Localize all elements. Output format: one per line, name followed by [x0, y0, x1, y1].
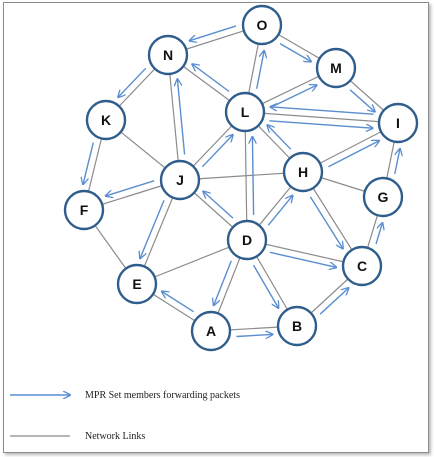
node-label: F: [80, 202, 89, 218]
node-label: M: [330, 60, 342, 76]
node-circle: [341, 245, 383, 287]
arrow-B-to-C: [319, 288, 348, 315]
legend-arrow-label: MPR Set members forwarding packets: [85, 390, 240, 401]
node-I: I: [377, 102, 419, 144]
node-circle: [276, 305, 318, 347]
arrow-K-to-F: [83, 142, 94, 185]
node-label: G: [378, 189, 389, 205]
node-label: L: [241, 104, 250, 120]
node-circle: [85, 99, 127, 141]
node-label: C: [357, 258, 367, 274]
node-F: F: [63, 189, 105, 231]
network-nodes: O N M K L I H J G F D C E B A: [63, 4, 419, 352]
node-C: C: [341, 245, 383, 287]
node-label: K: [101, 112, 111, 128]
mpr-forwarding-arrows: [83, 25, 400, 337]
node-circle: [190, 310, 232, 352]
link-N-J: [167, 54, 181, 181]
node-N: N: [147, 34, 189, 76]
arrow-J-to-N: [177, 79, 186, 155]
node-label: O: [257, 17, 268, 33]
arrow-D-to-J: [203, 192, 234, 219]
node-circle: [315, 47, 357, 89]
legend: MPR Set members forwarding packets Netwo…: [10, 390, 240, 442]
arrow-D-to-L: [252, 137, 253, 215]
node-D: D: [226, 219, 268, 261]
node-label: E: [132, 276, 141, 292]
arrow-A-to-E: [162, 292, 194, 313]
node-circle: [147, 34, 189, 76]
arrow-D-to-A: [214, 260, 232, 306]
arrow-M-to-I: [349, 89, 375, 112]
arrow-D-to-C: [269, 251, 336, 267]
node-label: I: [396, 115, 400, 131]
legend-link-label: Network Links: [85, 431, 145, 442]
node-label: D: [242, 232, 252, 248]
node-circle: [241, 4, 283, 46]
arrow-C-to-G: [375, 223, 382, 245]
node-A: A: [190, 310, 232, 352]
arrow-O-to-M: [279, 42, 311, 62]
node-circle: [377, 102, 419, 144]
node-circle: [362, 176, 404, 218]
link-L-I: [244, 111, 399, 124]
node-label: A: [206, 323, 216, 339]
node-J: J: [159, 159, 201, 201]
arrow-N-to-K: [118, 67, 147, 97]
node-circle: [116, 263, 158, 305]
node-G: G: [362, 176, 404, 218]
node-E: E: [116, 263, 158, 305]
node-O: O: [241, 4, 283, 46]
arrow-J-to-F: [106, 180, 155, 196]
node-label: B: [292, 318, 302, 334]
arrow-A-to-B: [236, 334, 272, 336]
node-label: H: [298, 164, 308, 180]
node-L: L: [224, 91, 266, 133]
node-circle: [159, 159, 201, 201]
arrow-L-to-N: [192, 64, 230, 93]
arrow-J-to-L: [201, 135, 233, 168]
node-label: J: [176, 172, 184, 188]
arrow-G-to-I: [394, 149, 400, 175]
arrow-I-to-L: [270, 107, 374, 115]
arrow-J-to-E: [140, 200, 165, 258]
arrow-L-to-I: [269, 120, 372, 128]
arrow-H-to-C: [309, 196, 342, 249]
node-circle: [63, 189, 105, 231]
node-B: B: [276, 305, 318, 347]
link-H-J: [179, 171, 304, 181]
arrow-L-to-O: [256, 51, 264, 89]
node-circle: [226, 219, 268, 261]
arrow-D-to-B: [252, 264, 279, 308]
arrow-L-to-M: [270, 85, 317, 109]
node-circle: [224, 91, 266, 133]
arrow-D-to-H: [267, 196, 292, 226]
arrow-H-to-L: [267, 125, 292, 150]
node-K: K: [85, 99, 127, 141]
node-M: M: [315, 47, 357, 89]
node-circle: [282, 151, 324, 193]
node-H: H: [282, 151, 324, 193]
node-label: N: [163, 47, 173, 63]
arrow-O-to-N: [190, 25, 237, 41]
arrow-H-to-I: [328, 141, 379, 168]
